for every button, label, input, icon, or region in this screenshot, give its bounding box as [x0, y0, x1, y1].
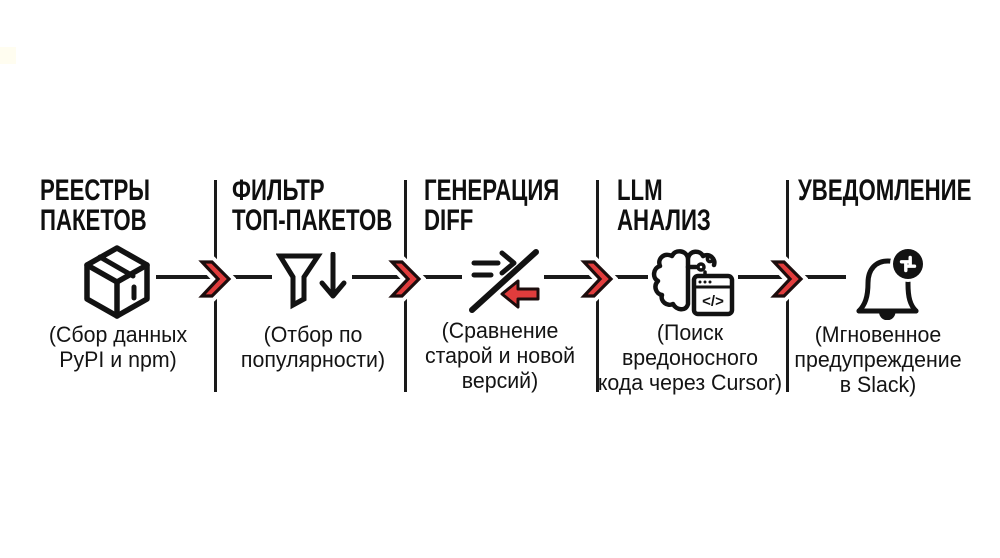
stage-1-caption-line2: PyPI и npm): [59, 347, 177, 372]
stage-4-caption-line1: (Поиск: [656, 320, 724, 345]
chevron-arrow-4: [768, 254, 808, 304]
stage-1-caption-line1: (Сбор данных: [48, 322, 188, 347]
stage-4-title-line2: АНАЛИЗ: [617, 204, 711, 237]
chevron-arrow-1: [196, 254, 236, 304]
stage-1-caption: (Сбор данных PyPI и npm): [0, 322, 244, 372]
stage-2-caption-line1: (Отбор по: [263, 322, 363, 347]
diff-icon: [462, 244, 544, 318]
stage-3-title-line2: DIFF: [424, 204, 474, 237]
stage-5-caption-line2: предупреждение: [794, 347, 962, 372]
chevron-arrow-2: [386, 254, 426, 304]
stage-3-caption: (Сравнение старой и новой версий): [374, 318, 626, 393]
bell-slack-icon: [846, 246, 930, 322]
stage-5-caption: (Мгновенное предупреждение в Slack): [752, 322, 1000, 397]
code-glyph: </>: [702, 293, 724, 310]
stage-3-title: ГЕНЕРАЦИЯ DIFF: [424, 176, 559, 236]
filter-funnel-icon: [272, 250, 352, 314]
stage-5-title: УВЕДОМЛЕНИЕ: [798, 176, 971, 206]
stage-2-caption-line2: популярности): [240, 347, 386, 372]
stage-5-caption-line1: (Мгновенное: [814, 322, 942, 347]
llm-brain-code-icon: </>: [648, 244, 738, 320]
stage-1-title-line1: РЕЕСТРЫ: [40, 174, 151, 207]
chevron-arrow-3: [578, 254, 618, 304]
stage-4-caption: (Поиск вредоносного кода через Cursor): [564, 320, 816, 395]
stage-3-title-line1: ГЕНЕРАЦИЯ: [424, 174, 560, 207]
stage-4-title-line1: LLM: [617, 174, 663, 207]
stage-5-title-line1: УВЕДОМЛЕНИЕ: [798, 174, 972, 207]
stage-3-caption-line1: (Сравнение: [441, 318, 559, 343]
stage-1-title: РЕЕСТРЫ ПАКЕТОВ: [40, 176, 150, 236]
stage-1-title-line2: ПАКЕТОВ: [40, 204, 147, 237]
stage-2-title-line2: ТОП-ПАКЕТОВ: [232, 204, 393, 237]
stage-2-title: ФИЛЬТР ТОП-ПАКЕТОВ: [232, 176, 392, 236]
scan-artifact-patch: [0, 47, 16, 64]
stage-3-caption-line3: версий): [461, 368, 539, 393]
stage-4-caption-line3: кода через Cursor): [597, 370, 783, 395]
stage-2-title-line1: ФИЛЬТР: [232, 174, 325, 207]
stage-4-title: LLM АНАЛИЗ: [617, 176, 711, 236]
stage-5-caption-line3: в Slack): [839, 372, 917, 397]
stage-4-caption-line2: вредоносного: [621, 345, 759, 370]
stage-2-caption: (Отбор по популярности): [187, 322, 439, 372]
package-icon: [78, 241, 156, 323]
stage-3-caption-line2: старой и новой: [424, 343, 576, 368]
